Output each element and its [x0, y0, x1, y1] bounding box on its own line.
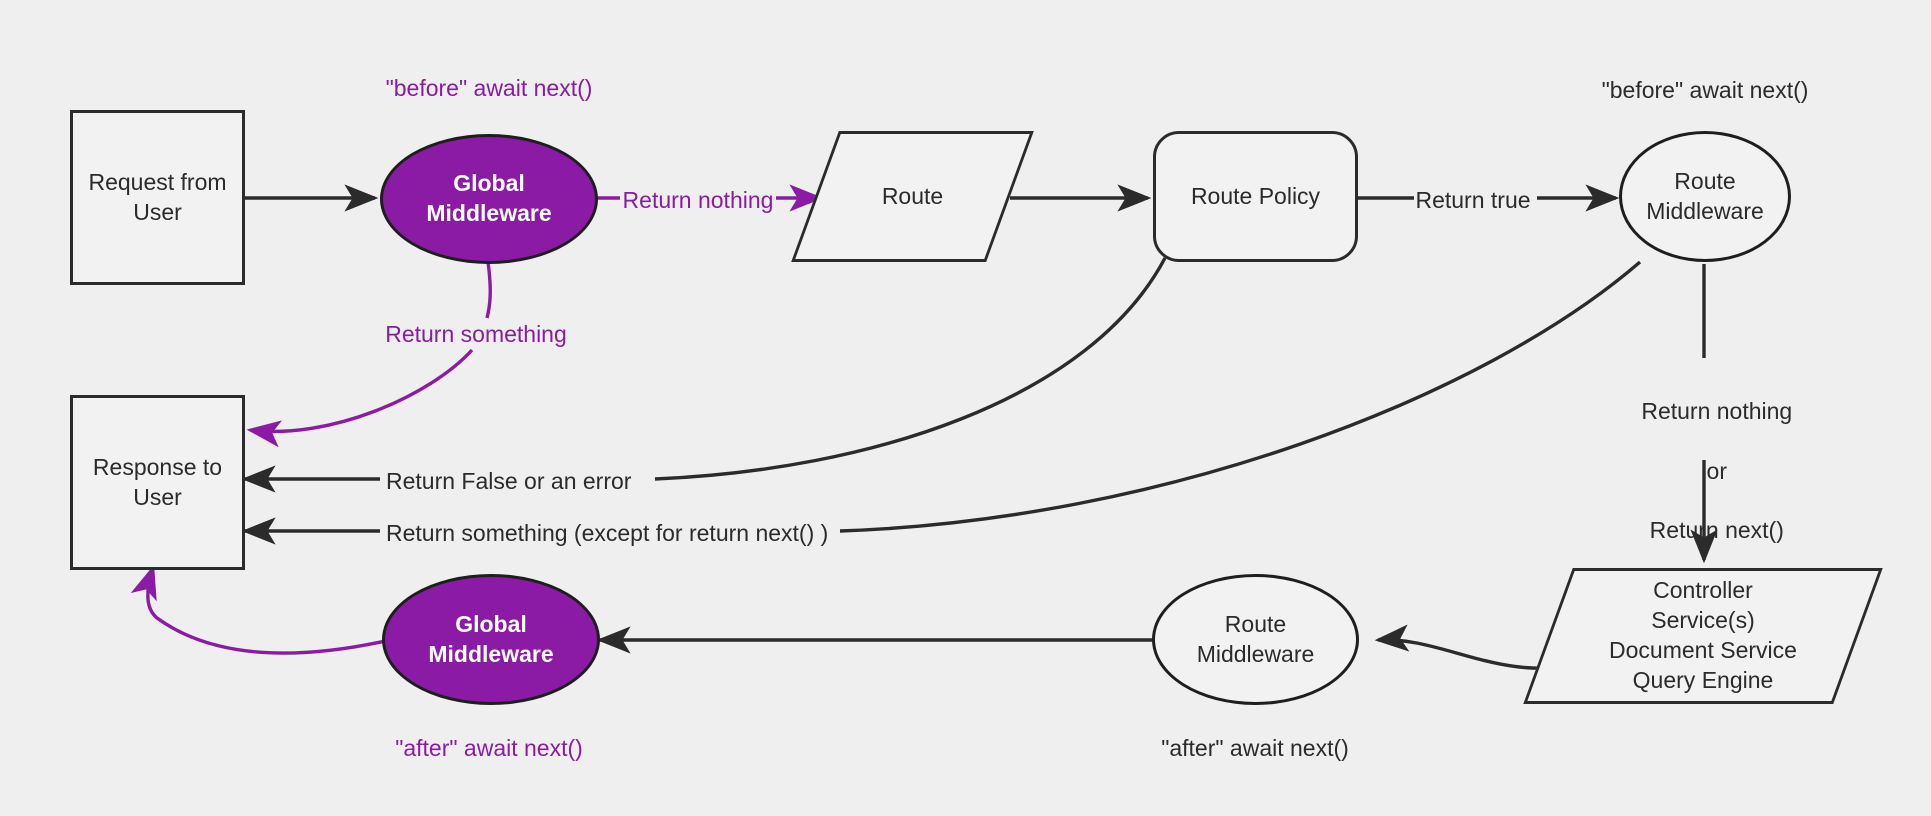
label-line-2: User	[133, 483, 182, 510]
label-line-2: User	[133, 198, 182, 225]
label-line-2: Middleware	[1196, 640, 1315, 667]
label-line-3: Document Service	[1609, 637, 1797, 663]
edge-label-return-something: Return something	[385, 321, 567, 347]
edge-label-line-1: Return nothing	[1641, 397, 1793, 424]
edge-label-return-nothing: Return nothing	[622, 187, 774, 213]
node-global-middleware-before[interactable]: Global Middleware	[380, 134, 598, 264]
node-global-middleware-before-label: Global Middleware	[426, 169, 551, 229]
annotation-after-await-next-route: "after" await next()	[1161, 735, 1349, 761]
node-response-to-user-label: Response to User	[93, 453, 222, 513]
node-global-middleware-after-label: Global Middleware	[428, 610, 553, 670]
annotation-after-await-next-global: "after" await next()	[395, 735, 583, 761]
node-route-policy[interactable]: Route Policy	[1153, 131, 1358, 262]
node-route-middleware-after[interactable]: Route Middleware	[1152, 574, 1359, 705]
label-line-1: Route	[1224, 610, 1287, 637]
node-controller-stack[interactable]: Controller Service(s) Document Service Q…	[1523, 568, 1883, 704]
label-line-1: Request from	[88, 168, 227, 195]
node-route-label: Route	[815, 131, 1010, 262]
label-line-1: Response to	[92, 453, 223, 480]
label-line-2: Service(s)	[1651, 607, 1755, 634]
node-route[interactable]: Route	[791, 131, 1034, 262]
node-controller-stack-label: Controller Service(s) Document Service Q…	[1548, 568, 1858, 704]
edge-global-middleware-to-response-a	[485, 261, 492, 319]
node-request-from-user-label: Request from User	[88, 168, 226, 228]
label-line-2: Middleware	[1646, 197, 1764, 224]
label-line-1: Route	[1674, 167, 1736, 194]
node-global-middleware-after[interactable]: Global Middleware	[382, 574, 600, 705]
edge-route-policy-to-response-curve	[654, 257, 1167, 481]
node-route-middleware-after-label: Route Middleware	[1197, 610, 1315, 670]
edge-global-middleware-after-to-response	[130, 564, 391, 655]
label-line-1: Route Policy	[1190, 182, 1321, 209]
node-response-to-user[interactable]: Response to User	[70, 395, 245, 570]
label-line-2: Middleware	[428, 640, 554, 667]
label-line-1: Route	[881, 182, 944, 209]
label-line-2: Middleware	[426, 200, 552, 226]
edge-label-line-2: or	[1706, 457, 1728, 484]
edge-label-return-false-or-error: Return False or an error	[386, 468, 632, 494]
annotation-before-await-next-global: "before" await next()	[385, 75, 593, 101]
edge-label-line-3: Return next()	[1649, 517, 1784, 544]
node-route-middleware-before-label: Route Middleware	[1646, 167, 1764, 227]
annotation-before-await-next-route: "before" await next()	[1601, 77, 1809, 103]
edge-label-return-nothing-or-next: Return nothing or Return next()	[1616, 367, 1792, 576]
node-route-middleware-before[interactable]: Route Middleware	[1619, 131, 1791, 262]
label-line-4: Query Engine	[1632, 666, 1774, 693]
edge-route-middleware-to-response-curve	[839, 260, 1642, 533]
label-line-1: Global	[455, 610, 527, 637]
label-line-1: Global	[453, 170, 525, 197]
node-request-from-user[interactable]: Request from User	[70, 110, 245, 285]
edge-label-return-something-except-next: Return something (except for return next…	[386, 520, 829, 546]
edge-global-middleware-to-response-b	[246, 348, 474, 448]
edge-label-return-true: Return true	[1415, 187, 1531, 213]
label-line-1: Controller	[1653, 577, 1753, 604]
node-route-policy-label: Route Policy	[1191, 182, 1320, 212]
